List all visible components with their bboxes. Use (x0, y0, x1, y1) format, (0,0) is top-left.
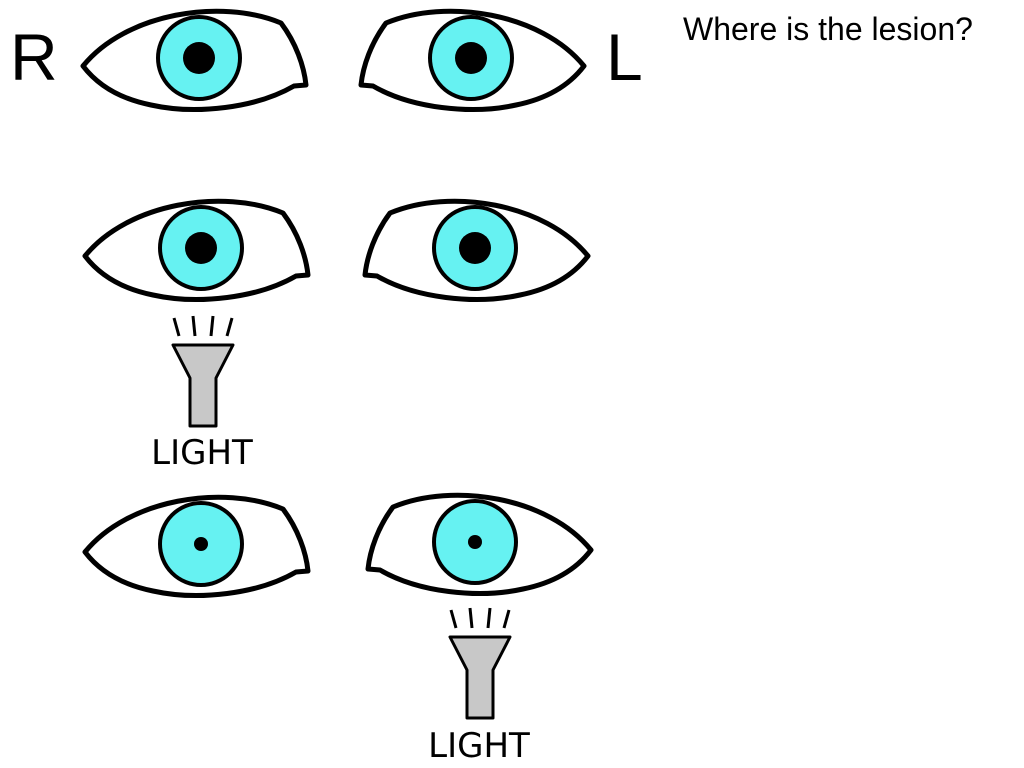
eye-icon (358, 8, 587, 112)
row-3: LIGHT (82, 492, 594, 766)
question-text: Where is the lesion? (683, 11, 973, 47)
eye-icon (362, 198, 591, 302)
pupil (185, 232, 217, 264)
pupil (194, 537, 208, 551)
flashlight-icon (448, 607, 512, 720)
eye-icon (80, 8, 309, 112)
pupil (468, 535, 482, 549)
right-side-label: R (10, 20, 58, 94)
pupil (455, 42, 487, 74)
eye-icon (82, 198, 311, 302)
eye-icon (365, 492, 594, 596)
eye-icon (82, 494, 311, 598)
row-2: LIGHT (82, 198, 591, 473)
flashlight-icon (171, 315, 235, 428)
left-side-label: L (606, 20, 643, 94)
pupil (459, 232, 491, 264)
flashlight-label: LIGHT (428, 726, 530, 766)
flashlight-label: LIGHT (151, 433, 253, 473)
pupil (183, 42, 215, 74)
row-1 (80, 8, 587, 112)
